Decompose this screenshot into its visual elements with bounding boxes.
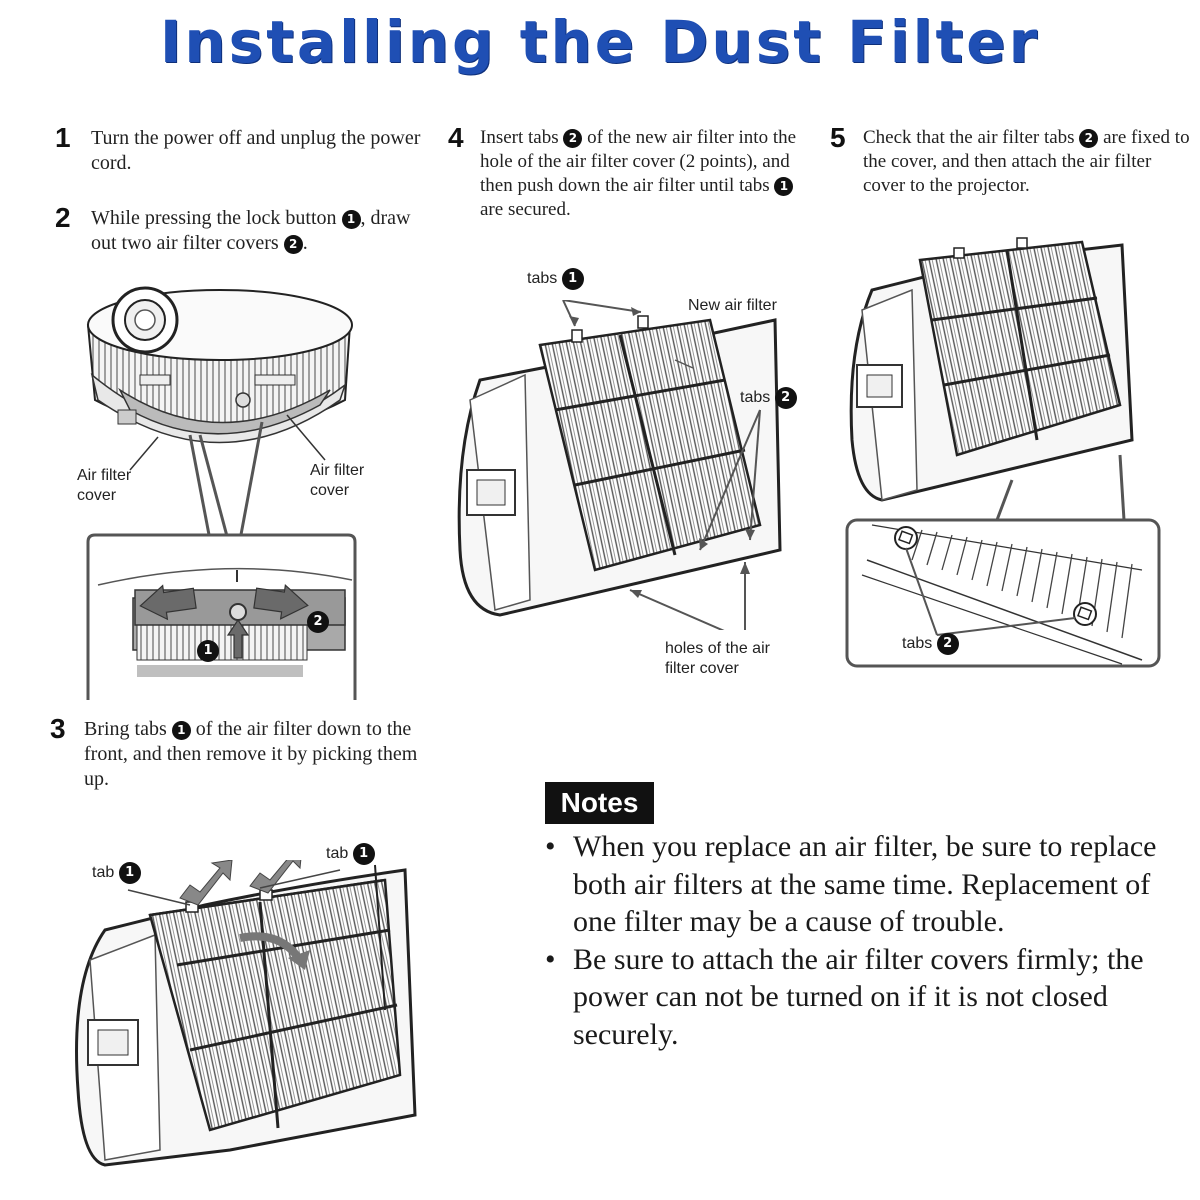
marker-2-icon: 2 — [774, 387, 797, 409]
step-5: 5 Check that the air filter tabs 2 are f… — [830, 122, 1190, 212]
marker-1-icon: 1 — [774, 177, 794, 196]
tab-label-left: tab 1 — [92, 862, 141, 884]
step-number: 2 — [55, 202, 71, 233]
marker-2-icon: 2 — [936, 633, 959, 655]
marker-1-icon: 1 — [118, 862, 141, 884]
note-item: When you replace an air filter, be sure … — [545, 828, 1165, 941]
tabs-side-label: tabs 2 — [740, 387, 797, 409]
tab-label-right: tab 1 — [326, 843, 375, 865]
filter-insertion-illustration — [457, 300, 782, 630]
tabs-check-label: tabs 2 — [902, 633, 959, 655]
air-filter-cover-label-right: Air filter cover — [310, 462, 365, 499]
air-filter-cover-label-left: Air filter cover — [77, 467, 132, 504]
step-number: 1 — [55, 122, 71, 153]
marker-lock-icon: 1 — [197, 640, 219, 662]
step-4: 4 Insert tabs 2 of the new air filter in… — [448, 122, 813, 232]
notes-heading: Notes — [545, 782, 654, 824]
step-3: 3 Bring tabs 1 of the air filter down to… — [50, 713, 440, 793]
marker-1-icon: 1 — [352, 843, 375, 865]
step-number: 3 — [50, 713, 66, 744]
marker-2-icon: 2 — [563, 129, 583, 148]
tabs-check-illustration — [845, 237, 1161, 668]
step-1: 1 Turn the power off and unplug the powe… — [55, 122, 435, 182]
note-item: Be sure to attach the air filter covers … — [545, 941, 1165, 1054]
tabs-top-label: tabs 1 — [527, 268, 584, 290]
projector-underside-illustration — [86, 286, 357, 700]
step-number: 5 — [830, 122, 846, 153]
page-title: Installing the Dust Filter — [159, 8, 1041, 76]
step-text: Turn the power off and unplug the power … — [91, 127, 421, 174]
marker-1-icon: 1 — [561, 268, 584, 290]
new-air-filter-label: New air filter — [688, 297, 777, 314]
step-text: Check that the air filter tabs 2 are fix… — [863, 127, 1190, 196]
marker-1-icon: 1 — [171, 721, 191, 740]
step-number: 4 — [448, 122, 464, 153]
marker-2-icon: 2 — [1079, 129, 1099, 148]
step-text: Insert tabs 2 of the new air filter into… — [480, 127, 797, 220]
marker-cover-icon: 2 — [307, 611, 329, 633]
step-text: Bring tabs 1 of the air filter down to t… — [84, 718, 418, 790]
holes-label: holes of the air filter cover — [665, 640, 770, 677]
step-text: While pressing the lock button 1, draw o… — [91, 207, 411, 254]
marker-2-icon: 2 — [283, 235, 303, 254]
notes-list: When you replace an air filter, be sure … — [545, 828, 1165, 1053]
filter-removal-illustration — [75, 860, 417, 1167]
step-2: 2 While pressing the lock button 1, draw… — [55, 202, 435, 262]
marker-1-icon: 1 — [341, 210, 361, 229]
